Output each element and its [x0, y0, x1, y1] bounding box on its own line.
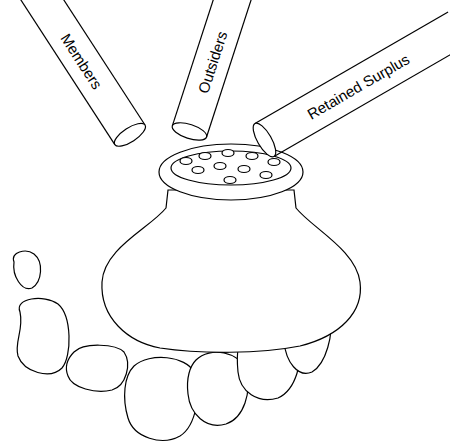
stone — [125, 357, 198, 440]
grain — [238, 166, 250, 173]
pipe-side — [45, 0, 145, 124]
pipe-inlet: Retained Surplus — [248, 12, 450, 160]
grain — [180, 158, 192, 165]
grain — [192, 167, 204, 174]
pipe-mouth — [248, 120, 279, 160]
grain — [246, 153, 258, 160]
pipe-side — [254, 12, 447, 124]
pipe-inlet: Members — [15, 0, 149, 150]
grain — [222, 150, 234, 157]
grain — [214, 163, 226, 170]
grain — [199, 153, 211, 160]
pipe-mouth — [111, 119, 149, 150]
grain — [260, 172, 272, 179]
pipe-inlet: Outsiders — [170, 0, 254, 144]
stone — [13, 251, 40, 288]
stone — [66, 345, 127, 391]
pipe-label: Members — [58, 30, 105, 91]
pot-body — [102, 190, 361, 352]
pipe-side — [15, 0, 115, 144]
grain — [224, 177, 236, 184]
pipe-mouth — [170, 119, 209, 143]
grain — [268, 159, 280, 166]
pipe-side — [273, 44, 450, 156]
stone — [17, 298, 69, 373]
